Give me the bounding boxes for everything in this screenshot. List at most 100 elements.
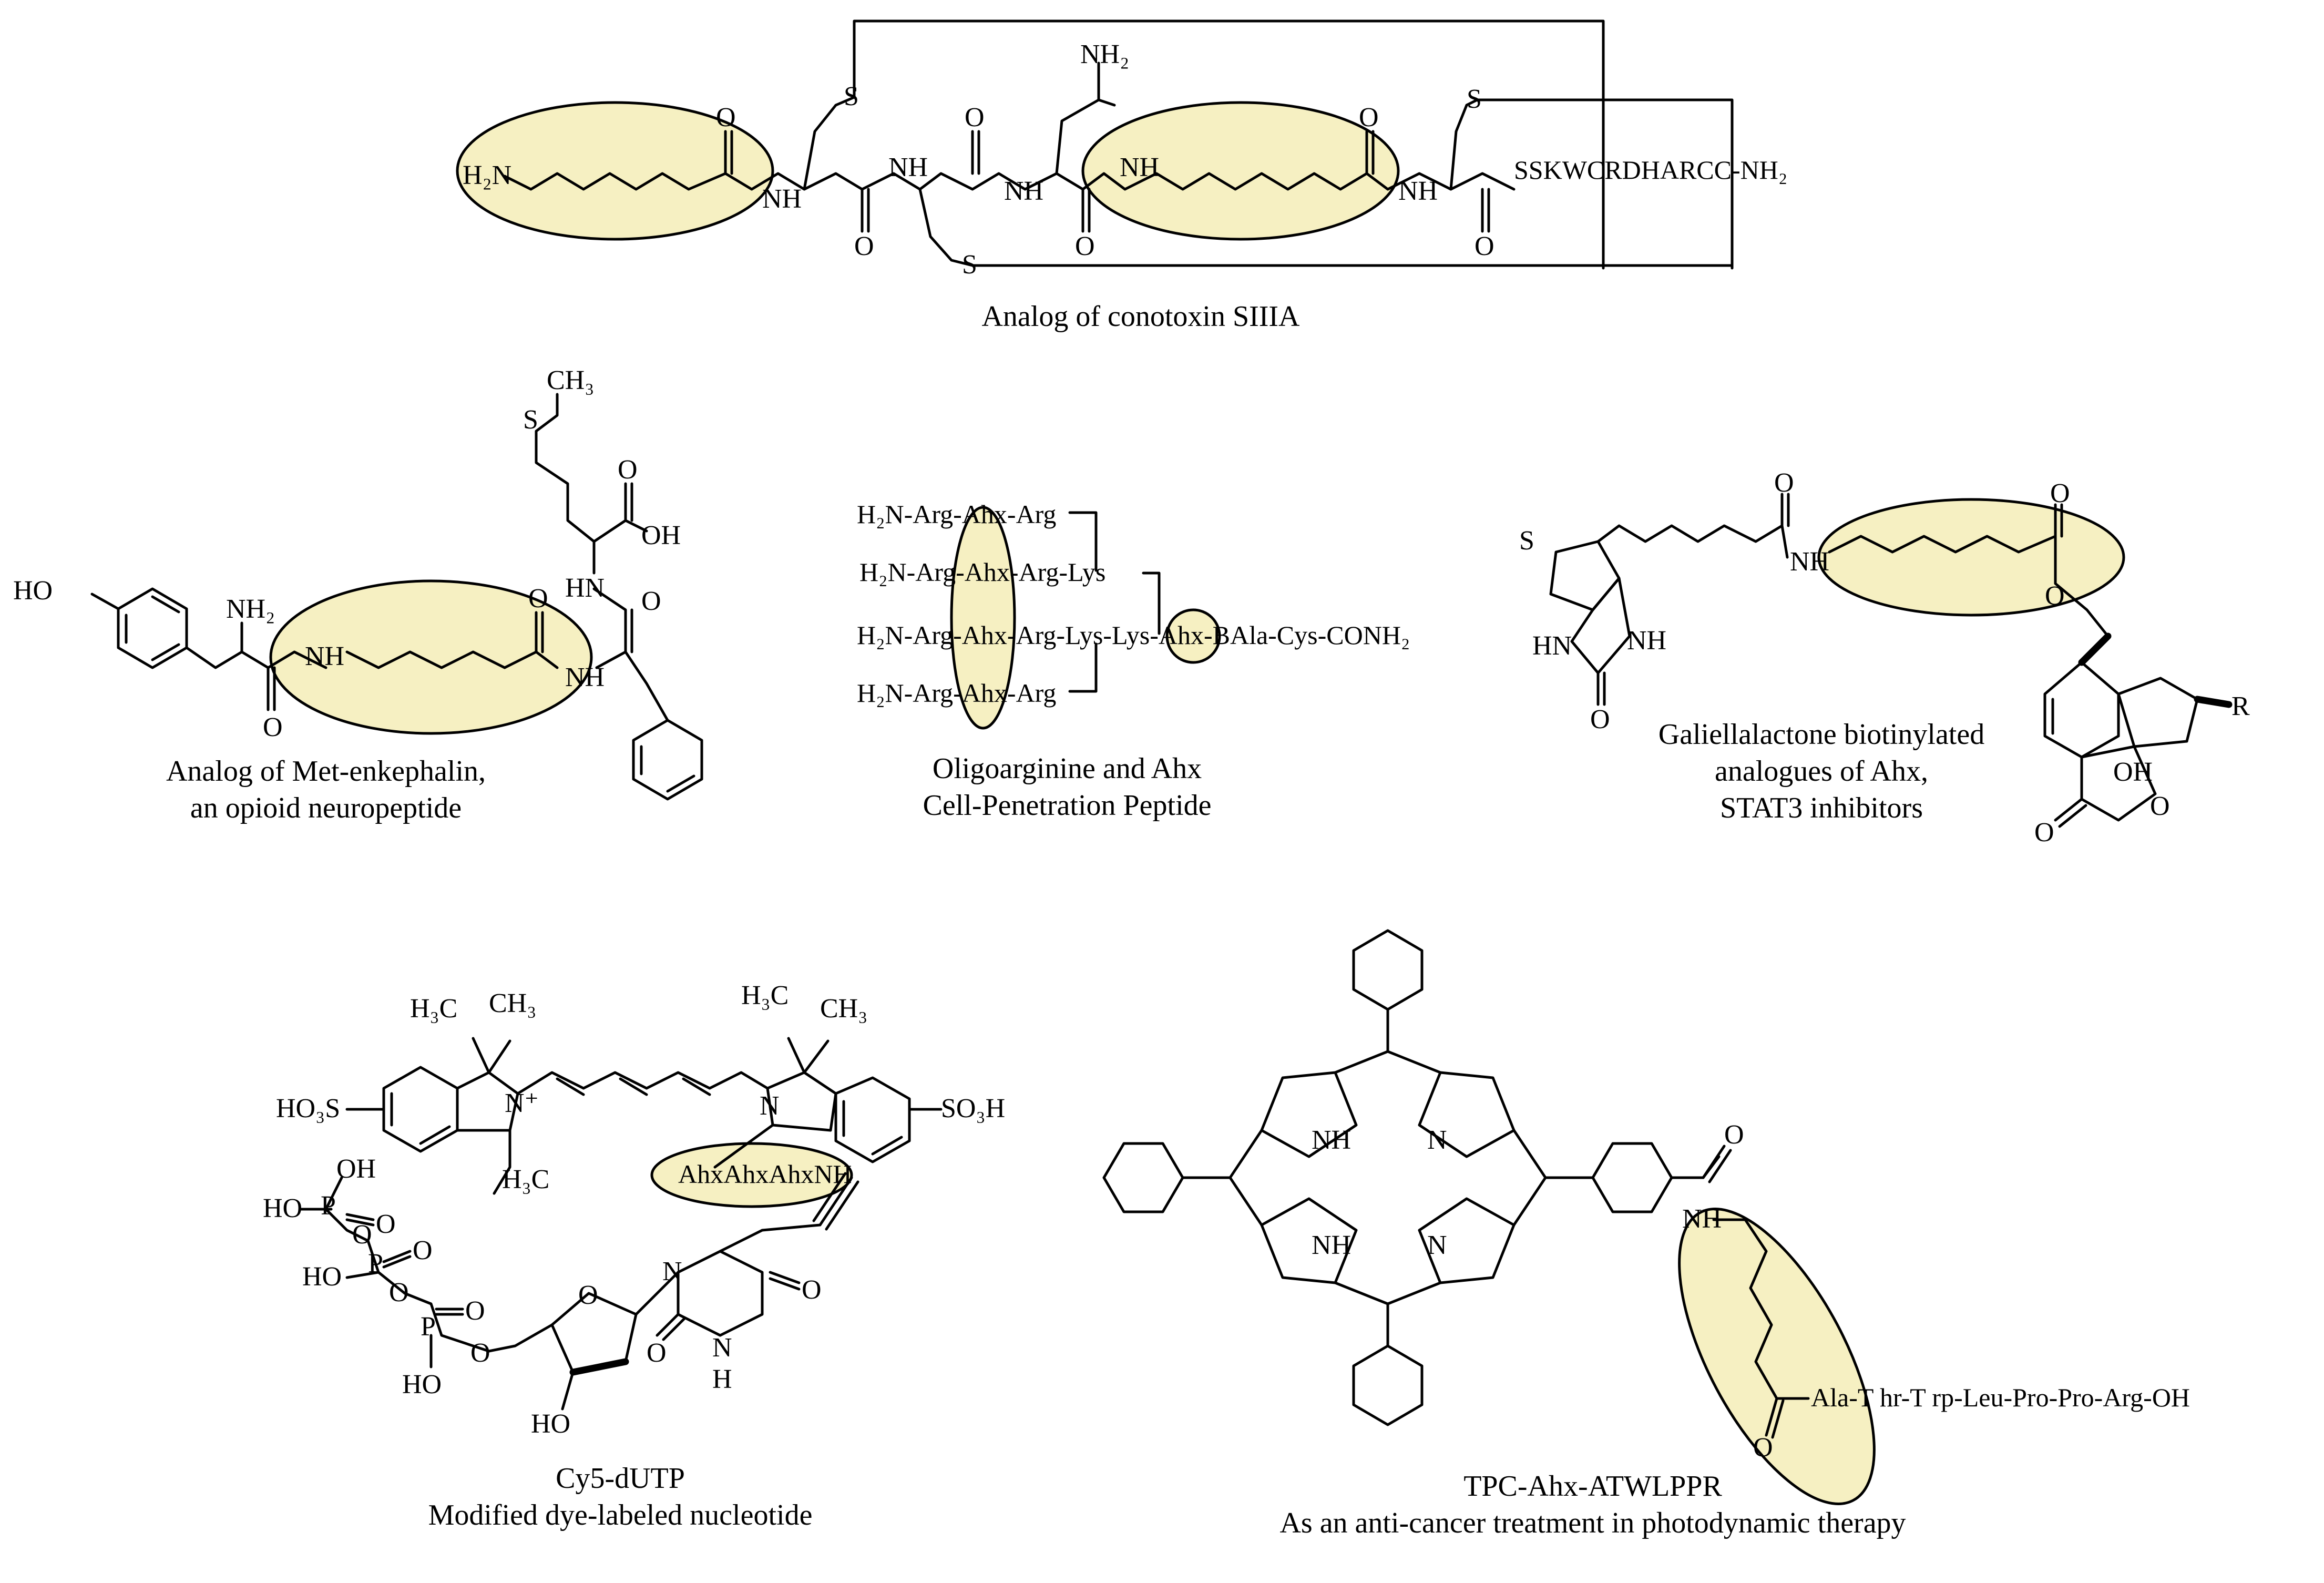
atom-label: OH: [336, 1154, 376, 1184]
atom-label: HO: [263, 1193, 302, 1223]
atom-label: O: [413, 1235, 433, 1265]
atom-label: O: [376, 1209, 396, 1239]
tyrosine-ring: [117, 587, 188, 669]
ahx-highlight-cy5: [650, 1142, 853, 1208]
tpc-peptide-tail: Ala-T hr-T rp-Leu-Pro-Pro-Arg-OH: [1811, 1383, 2190, 1412]
atom-label: H₃C: [410, 994, 457, 1024]
atom-label: NH: [305, 641, 344, 671]
conotoxin-backbone: [503, 172, 1516, 191]
atom-label: NH₂: [226, 594, 275, 624]
atom-label: S: [962, 250, 977, 280]
atom-label: HN: [565, 573, 605, 603]
disulfide-bridge-inner: [1476, 98, 1734, 270]
atom-label: O: [1475, 231, 1494, 261]
caption-enkephalin-line2: an opioid neuropeptide: [190, 792, 462, 824]
atom-label: O: [1359, 103, 1379, 132]
atom-label: N: [1427, 1230, 1447, 1260]
caption-galiellalactone-line3: STAT3 inhibitors: [1720, 792, 1923, 824]
meso-phenyl-left: [1102, 1142, 1184, 1213]
ahx-highlight-conotoxin-left: [456, 101, 774, 241]
atom-label: O: [2050, 478, 2070, 508]
ahx-highlight-oligo-branch: [1165, 608, 1221, 664]
atom-label: P: [421, 1312, 436, 1342]
phenyl-ring: [632, 719, 703, 801]
atom-label: N: [1427, 1125, 1447, 1155]
caption-tpc-line1: TPC-Ahx-ATWLPPR: [1463, 1470, 1722, 1503]
cy5-left-benzene: [382, 1066, 459, 1153]
porphyrin-pyrrole-top-right: [1418, 1071, 1516, 1158]
atom-label: CH₃: [547, 365, 594, 395]
meso-phenyl-top: [1352, 929, 1424, 1011]
atom-label: O: [352, 1220, 372, 1250]
atom-label: O: [965, 103, 985, 132]
atom-label: NH: [1790, 547, 1829, 577]
atom-label: P: [368, 1249, 383, 1279]
atom-label: N: [712, 1333, 732, 1363]
ahx-highlight-conotoxin-middle: [1081, 101, 1400, 241]
ahx-highlight-oligo-column: [950, 506, 1016, 730]
atom-label: O: [802, 1275, 822, 1305]
ahx-highlight-enkephalin: [269, 579, 593, 735]
oligo-row-4: H₂N-Arg-Ahx-Arg: [857, 678, 1056, 708]
panel-conotoxin: H₂N O NH S O NH O S NH NH₂ O NH O NH S O…: [456, 19, 1787, 333]
atom-label: CH₃: [489, 988, 536, 1018]
atom-label: S: [1467, 84, 1482, 114]
atom-label: P: [321, 1191, 336, 1221]
atom-label: NH: [1120, 152, 1159, 182]
caption-oligo-line2: Cell-Penetration Peptide: [923, 789, 1212, 822]
panel-tpc: NH N NH N O NH O Ala-T hr-T rp-Leu-Pro-P…: [1102, 929, 2190, 1539]
galiellalactone-cyclopentane: [2117, 677, 2199, 748]
atom-label: N: [662, 1257, 682, 1286]
atom-label: N: [760, 1091, 780, 1121]
atom-label: CH₃: [820, 994, 867, 1024]
cy5-right-benzene: [834, 1076, 911, 1163]
atom-label: H: [712, 1364, 732, 1394]
atom-label: O: [465, 1296, 485, 1326]
atom-label: HO₃S: [276, 1094, 340, 1124]
atom-label: N⁺: [505, 1088, 539, 1118]
meso-phenyl-right: [1591, 1142, 1673, 1213]
atom-label: O: [528, 584, 548, 614]
atom-label: O: [389, 1278, 409, 1308]
caption-galiellalactone-line1: Galiellalactone biotinylated: [1658, 718, 1984, 751]
porphyrin-pyrrole-bottom-right: [1418, 1197, 1516, 1284]
atom-label: NH: [1312, 1230, 1351, 1260]
oligo-row-1: H₂N-Arg-Ahx-Arg: [857, 499, 1056, 529]
atom-label: O: [1590, 704, 1610, 734]
conotoxin-sequence-tail: SSKWCRDHARCC-NH₂: [1514, 155, 1787, 185]
atom-label: O: [1075, 231, 1095, 261]
uracil-ring: [677, 1250, 764, 1337]
atom-label: O: [1724, 1120, 1744, 1150]
atom-label: HO: [531, 1409, 570, 1439]
disulfide-bridge-outer: [853, 19, 1605, 270]
meso-phenyl-bottom: [1352, 1344, 1424, 1426]
atom-label: O: [618, 455, 638, 485]
atom-label: NH: [888, 152, 928, 182]
atom-label: NH: [762, 184, 802, 214]
caption-conotoxin: Analog of conotoxin SIIIA: [981, 300, 1300, 333]
caption-galiellalactone-line2: analogues of Ahx,: [1715, 755, 1928, 788]
atom-label: H₃C: [502, 1165, 549, 1194]
porphyrin-pyrrole-top-left: [1260, 1071, 1358, 1158]
atom-label: O: [1753, 1433, 1773, 1463]
branch-bracket-mid: [1142, 571, 1161, 635]
atom-label: O: [716, 103, 736, 132]
galiellalactone-lactone: [2080, 745, 2157, 822]
oligo-row-3: H₂N-Arg-Ahx-Arg-Lys-Lys-Ahx-BAla-Cys-CON…: [857, 620, 1410, 650]
atom-label: NH₂: [1080, 39, 1129, 69]
caption-cy5-line1: Cy5-dUTP: [556, 1462, 685, 1495]
atom-label: O: [263, 712, 283, 742]
atom-label: O: [1774, 468, 1794, 498]
panel-galiellalactone: S HN NH O O NH O O OH O O R Galiellalact…: [1519, 468, 2250, 847]
caption-cy5-line2: Modified dye-labeled nucleotide: [428, 1499, 813, 1531]
atom-label: S: [523, 405, 538, 435]
oligo-row-2: H₂N-Arg-Ahx-Arg-Lys: [859, 557, 1105, 587]
atom-label: NH: [1004, 176, 1043, 206]
atom-label: R: [2231, 691, 2250, 721]
atom-label: NH: [565, 662, 605, 692]
atom-label: NH: [1312, 1125, 1351, 1155]
ahx-highlight-galiellalactone: [1817, 498, 2125, 617]
ahx-highlight-tpc: [1678, 1208, 1876, 1505]
porphyrin-pyrrole-bottom-left: [1260, 1197, 1358, 1284]
